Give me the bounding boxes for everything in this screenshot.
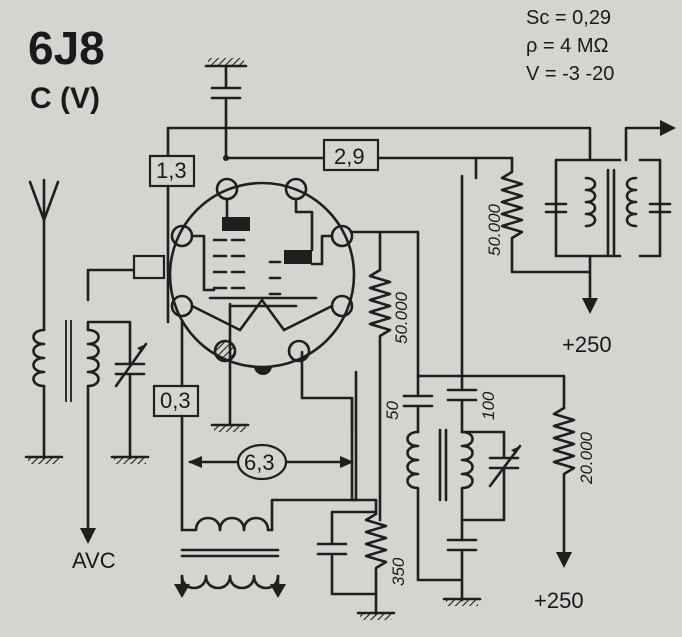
ground-osc xyxy=(442,597,482,606)
plate-res-label: 2,9 xyxy=(334,144,365,169)
grid-res-box xyxy=(148,154,196,188)
grid-cap xyxy=(132,254,166,280)
input-core xyxy=(65,320,72,402)
plate-resistor xyxy=(474,156,590,274)
avc-label: AVC xyxy=(72,548,116,573)
heater-volt-label: 6,3 xyxy=(244,450,275,475)
antenna-symbol xyxy=(28,178,60,332)
ground-tube xyxy=(210,423,250,432)
plate-res-box xyxy=(322,138,380,172)
if-transformer xyxy=(544,120,676,314)
tuning-wire xyxy=(86,320,132,352)
spec-sc: Sc = 0,29 xyxy=(526,7,611,29)
tube-mode: C (V) xyxy=(30,82,100,115)
cap-100-value: 100 xyxy=(479,391,498,420)
grid-cap-wire xyxy=(86,268,138,302)
top-capacitor xyxy=(204,58,248,152)
heater-volt-box xyxy=(236,443,288,481)
cathode-wire xyxy=(300,350,378,502)
osc-plate-wire xyxy=(350,230,420,378)
spec-v: V = -3 -20 xyxy=(526,63,614,85)
tuning-capacitor xyxy=(114,342,148,460)
ground-cathode xyxy=(356,611,396,620)
cap-100 xyxy=(446,174,478,434)
cathode-network xyxy=(316,498,388,616)
top-bus xyxy=(166,126,592,324)
input-coil-secondary xyxy=(86,328,100,388)
tube-electrodes xyxy=(190,197,334,332)
plate-resistor-value: 50.000 xyxy=(485,203,504,256)
tube-name: 6J8 xyxy=(28,22,105,74)
spec-rho: ρ = 4 MΩ xyxy=(526,35,609,57)
heater-right xyxy=(270,370,358,532)
cap-50 xyxy=(402,374,434,434)
ground-2 xyxy=(110,455,150,464)
osc-supply-label: +250 xyxy=(534,588,584,613)
osc-resistor xyxy=(368,268,392,522)
osc-coil xyxy=(406,428,522,602)
osc-bus xyxy=(416,374,566,410)
ground-1 xyxy=(24,455,64,464)
avc-arrow xyxy=(80,528,96,544)
heater-res-box xyxy=(152,384,200,418)
plate-supply-label: +250 xyxy=(562,332,612,357)
cap-50-value: 50 xyxy=(383,401,402,420)
cathode-resistor-value: 350 xyxy=(389,557,408,586)
power-transformer xyxy=(174,516,286,598)
input-coil-primary xyxy=(32,328,46,460)
tube-envelope xyxy=(168,181,356,369)
load-resistor-value: 20.000 xyxy=(577,431,596,485)
grid-res-label: 1,3 xyxy=(156,158,187,183)
heater-res-label: 0,3 xyxy=(160,388,191,413)
load-resistor xyxy=(552,406,576,568)
osc-resistor-value: 50.000 xyxy=(392,291,411,344)
